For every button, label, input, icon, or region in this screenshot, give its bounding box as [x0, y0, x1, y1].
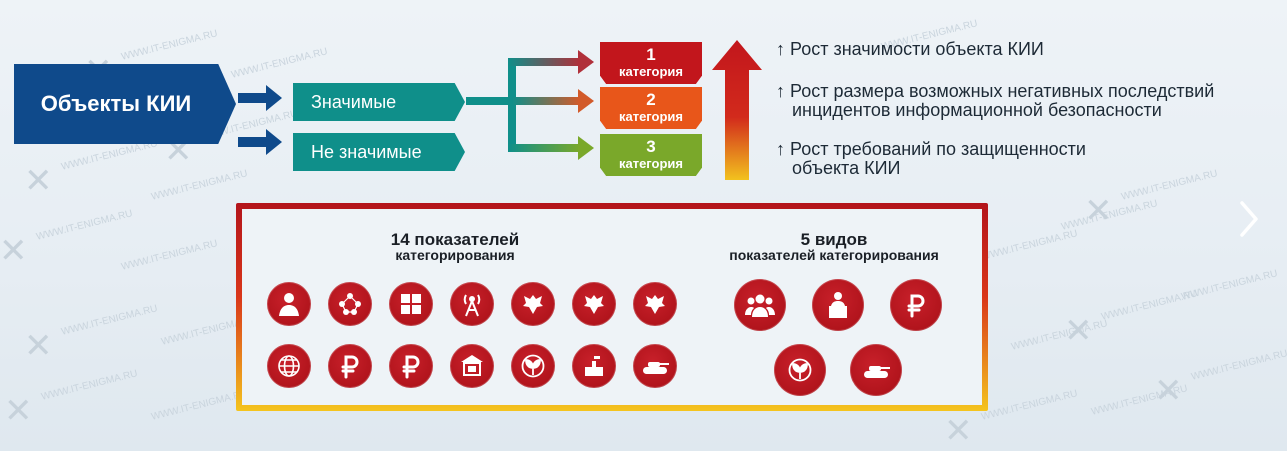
- speaker-podium-icon: [812, 279, 864, 331]
- arrow-to-significant: [238, 85, 282, 111]
- category-2-box: 2 категория: [600, 87, 702, 129]
- watermark-star-icon: ✕: [1154, 372, 1183, 410]
- watermark-text: WWW.IT-ENIGMA.RU: [150, 168, 249, 203]
- people-group-icon: [734, 279, 786, 331]
- tank-icon: [633, 344, 677, 388]
- watermark-text: WWW.IT-ENIGMA.RU: [120, 28, 219, 63]
- watermark-star-icon: ✕: [944, 412, 973, 450]
- leaf-icon: [511, 344, 555, 388]
- category-2-number: 2: [646, 90, 656, 109]
- right-title-line1: 5 видов: [800, 230, 868, 249]
- watermark-text: WWW.IT-ENIGMA.RU: [150, 388, 249, 423]
- kii-objects-title: Объекты КИИ: [40, 91, 192, 116]
- globe-icon: [267, 344, 311, 388]
- watermark-text: WWW.IT-ENIGMA.RU: [1180, 268, 1279, 303]
- category-1-label: категория: [618, 64, 684, 79]
- bank-icon: [450, 344, 494, 388]
- watermark-star-icon: ✕: [4, 392, 33, 430]
- category-1-box: 1 категория: [600, 42, 702, 84]
- watermark-star-icon: ✕: [1064, 312, 1093, 350]
- leaf-icon: [774, 344, 826, 396]
- tank-icon: [850, 344, 902, 396]
- significant-box: Значимые: [293, 83, 465, 121]
- watermark-text: WWW.IT-ENIGMA.RU: [120, 238, 219, 273]
- category-3-label: категория: [618, 156, 684, 171]
- watermark-star-icon: ✕: [24, 327, 53, 365]
- not-significant-box: Не значимые: [293, 133, 465, 171]
- category-3-box: 3 категория: [600, 134, 702, 176]
- left-panel-title: 14 показателей категорирования: [370, 231, 540, 263]
- watermark-text: WWW.IT-ENIGMA.RU: [35, 208, 134, 243]
- factory-icon: [572, 344, 616, 388]
- coat-of-arms-icon: [572, 282, 616, 326]
- growth-requirements-line1: ↑ Рост требований по защищенности: [776, 139, 1086, 159]
- kii-objects-block: Объекты КИИ: [14, 64, 236, 144]
- right-panel-title: 5 видов показателей категорирования: [704, 231, 964, 263]
- watermark-star-icon: ✕: [0, 232, 28, 270]
- network-people-icon: [328, 282, 372, 326]
- not-significant-label: Не значимые: [311, 141, 422, 162]
- category-3-number: 3: [646, 137, 656, 156]
- watermark-star-icon: ✕: [1084, 192, 1113, 230]
- documents-icon: [389, 282, 433, 326]
- category-1-number: 1: [646, 45, 656, 64]
- significant-label: Значимые: [311, 91, 397, 112]
- watermark-text: WWW.IT-ENIGMA.RU: [60, 303, 159, 338]
- arrow-to-not-significant: [238, 129, 282, 155]
- right-title-line2: показателей категорирования: [729, 247, 939, 263]
- watermark-text: WWW.IT-ENIGMA.RU: [1120, 168, 1219, 203]
- growth-consequences-line1: ↑ Рост размера возможных негативных посл…: [776, 81, 1215, 101]
- person-icon: [267, 282, 311, 326]
- watermark-text: WWW.IT-ENIGMA.RU: [980, 388, 1079, 423]
- watermark-text: WWW.IT-ENIGMA.RU: [1010, 318, 1109, 353]
- indicators-panel: 14 показателей категорирования 5 видов п…: [236, 203, 988, 411]
- coat-of-arms-icon: [633, 282, 677, 326]
- growth-consequences-text: ↑ Рост размера возможных негативных посл…: [776, 82, 1214, 120]
- growth-significance-text: ↑ Рост значимости объекта КИИ: [776, 39, 1044, 59]
- category-2-label: категория: [618, 109, 684, 124]
- left-title-line1: 14 показателей: [390, 230, 520, 249]
- growth-requirements-text: ↑ Рост требований по защищенности объект…: [776, 140, 1086, 178]
- radio-tower-icon: [450, 282, 494, 326]
- watermark-text: WWW.IT-ENIGMA.RU: [1190, 348, 1287, 383]
- branch-arrows: [466, 50, 594, 160]
- growth-requirements-line2: объекта КИИ: [792, 158, 901, 178]
- growth-consequences-line2: инцидентов информационной безопасности: [792, 100, 1162, 120]
- ruble-icon: [328, 344, 372, 388]
- ruble-icon: [389, 344, 433, 388]
- coat-of-arms-icon: [511, 282, 555, 326]
- ruble-icon: [890, 279, 942, 331]
- watermark-text: WWW.IT-ENIGMA.RU: [40, 368, 139, 403]
- watermark-text: WWW.IT-ENIGMA.RU: [980, 228, 1079, 263]
- watermark-star-icon: ✕: [24, 162, 53, 200]
- left-title-line2: категорирования: [395, 247, 515, 263]
- watermark-text: WWW.IT-ENIGMA.RU: [230, 46, 329, 81]
- next-slide-chevron-icon[interactable]: [1238, 200, 1260, 238]
- growth-arrow-icon: [712, 40, 762, 180]
